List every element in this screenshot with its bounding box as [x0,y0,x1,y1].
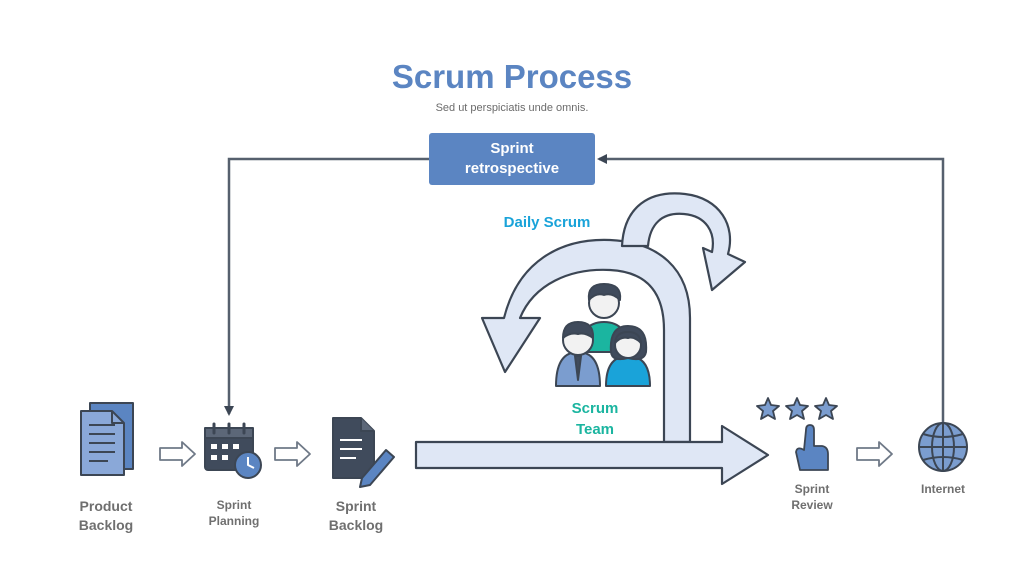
retrospective-line1: Sprint [490,140,534,157]
feedback-line-right [597,154,945,424]
step-arrow-3 [856,441,893,467]
star-icon [814,397,838,420]
globe-icon [918,422,968,472]
document-edit-icon [332,417,395,488]
sprint-retrospective-box: Sprint retrospective [429,133,595,185]
sprint-planning-label: Sprint Planning [196,497,272,529]
internet-label: Internet [903,481,983,497]
star-icon [785,397,809,420]
scrum-team-label: Scrum Team [548,398,642,440]
product-backlog-label: Product Backlog [66,497,146,535]
team-people-icon [555,283,651,387]
star-icon [756,397,780,420]
sprint-review-line2: Review [791,498,833,512]
sprint-backlog-line2: Backlog [328,517,384,533]
sprint-flow-arrow [414,424,770,486]
daily-scrum-label: Daily Scrum [503,214,591,231]
product-backlog-line1: Product [79,498,133,514]
document-stack-icon [80,402,134,476]
internet-line1: Internet [920,482,965,496]
sprint-review-line1: Sprint [794,482,830,496]
step-arrow-2 [274,441,311,467]
feedback-line-left [224,157,429,416]
retrospective-line2: retrospective [464,160,560,177]
scrum-team-line1: Scrum [571,400,619,417]
sprint-planning-line1: Sprint [216,498,252,512]
sprint-planning-line2: Planning [208,514,260,528]
small-cycle-arrow [620,192,747,292]
step-arrow-1 [159,441,196,467]
sprint-review-label: Sprint Review [776,481,848,513]
scrum-team-line2: Team [575,421,615,438]
calendar-clock-icon [204,422,262,479]
sprint-backlog-line1: Sprint [335,498,377,514]
page-title: Scrum Process [391,58,633,95]
sprint-backlog-label: Sprint Backlog [316,497,396,535]
stars-hand-icon [756,397,838,471]
page-subtitle: Sed ut perspiciatis unde omnis. [435,102,589,114]
product-backlog-line2: Backlog [78,517,134,533]
